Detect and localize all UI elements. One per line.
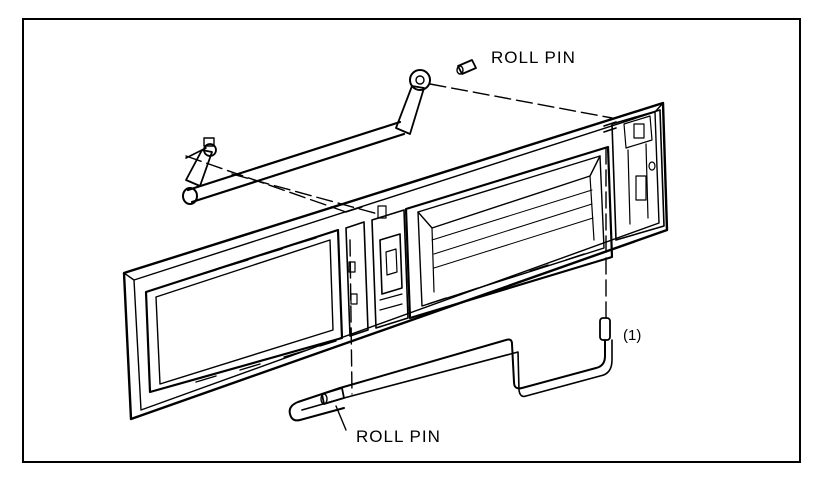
right-display-window (345, 145, 614, 320)
roll-pin-top-label: ROLL PIN (491, 48, 576, 67)
diagram-frame (22, 18, 801, 463)
callout-1-label: (1) (623, 327, 642, 344)
left-display-window (144, 228, 344, 394)
right-end-bracket (603, 109, 665, 241)
door-shaft-assembly (182, 69, 431, 205)
link-rod (288, 317, 613, 431)
roll-pin-bottom-label: ROLL PIN (356, 427, 441, 446)
alignment-lines (185, 83, 613, 395)
roll-pin-top (456, 59, 477, 75)
